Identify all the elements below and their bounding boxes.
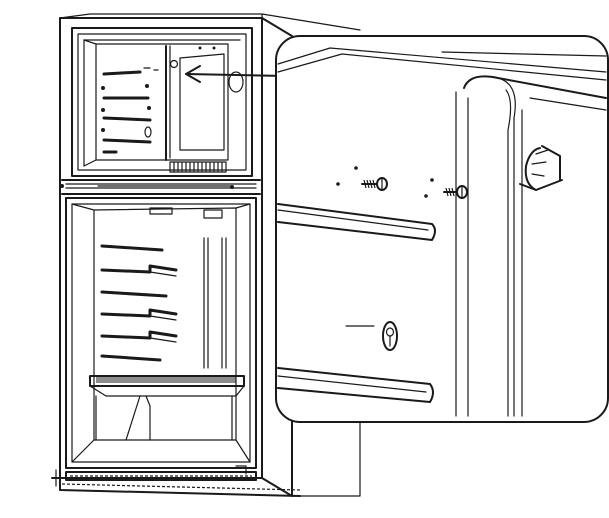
freezer-shelf-rails	[102, 70, 152, 154]
crisper-cover-shelf	[89, 375, 245, 397]
pilot-hole	[430, 178, 434, 182]
wall-rail-slot-upper	[277, 203, 436, 241]
compartment-divider	[60, 179, 261, 195]
mounting-screw-left-icon	[361, 177, 388, 191]
bottom-kick-grille	[61, 465, 301, 491]
pilot-hole	[336, 182, 340, 186]
fresh-food-opening	[65, 197, 257, 469]
keyhole-slot-icon	[345, 321, 398, 351]
freezer-opening	[71, 27, 253, 177]
callout-frame	[275, 35, 609, 423]
freezer-thermostat-knob	[228, 71, 244, 93]
mounting-screw-right-icon	[443, 185, 468, 199]
freezer-vent-grille	[169, 161, 227, 173]
wall-rail-slot-lower	[277, 367, 434, 403]
freezer-screw	[169, 59, 179, 69]
freezer-compartment	[71, 27, 253, 177]
pilot-hole	[424, 194, 428, 198]
magnified-callout	[275, 35, 609, 423]
callout-pointer-arrow	[185, 65, 287, 83]
crisper-drawer	[95, 395, 233, 441]
arrow-head-icon	[185, 65, 201, 83]
pilot-hole	[354, 166, 358, 170]
thermostat-knob-icon	[519, 145, 563, 191]
fresh-food-shelf-rails	[100, 244, 178, 362]
fresh-food-compartment	[61, 197, 301, 491]
freezer-wall-keyhole	[144, 126, 152, 138]
